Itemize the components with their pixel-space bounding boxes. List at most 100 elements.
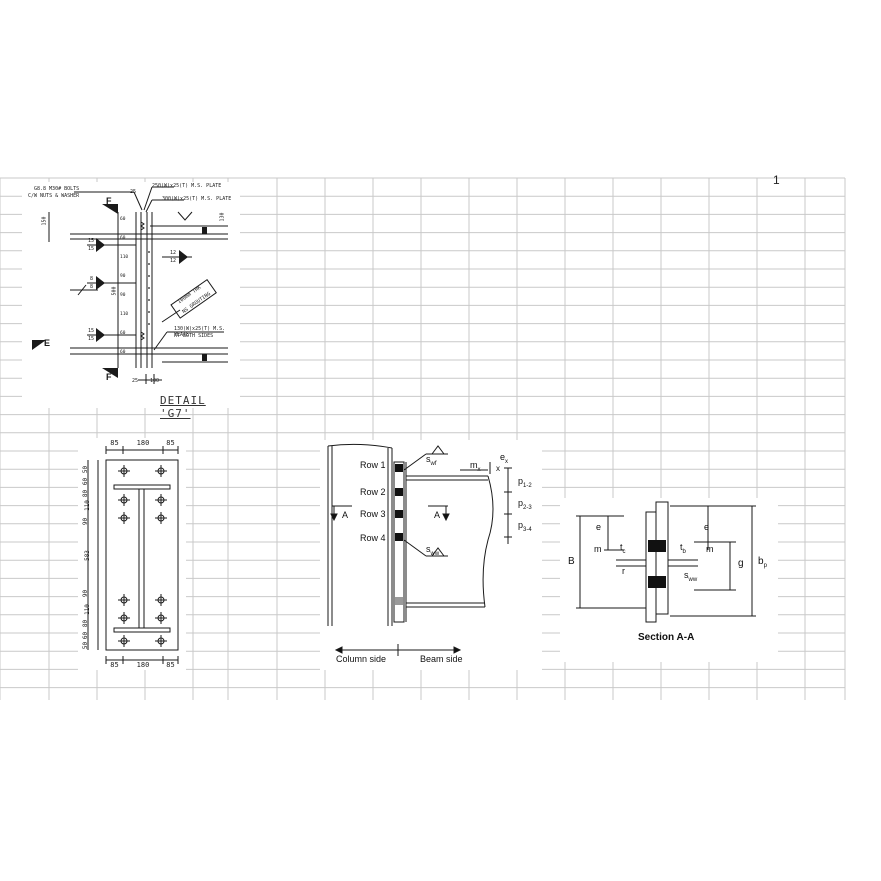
- label-B: B: [568, 556, 575, 567]
- sub: wf: [430, 460, 437, 467]
- dim: 85: [110, 439, 119, 447]
- label-sww: sww: [684, 570, 697, 583]
- sym: b: [758, 556, 764, 567]
- label-m-left: m: [594, 544, 602, 554]
- weld-8a: 8: [90, 276, 94, 282]
- label-p23: p2-3: [518, 498, 532, 511]
- weld-15b: 15: [88, 246, 95, 252]
- dim-500: 500: [111, 286, 118, 296]
- row-label: Row 4: [360, 533, 386, 543]
- sym: t: [620, 542, 623, 552]
- left-dims: 50 60 80 110 90 583 90 110 80 60 50: [78, 460, 98, 650]
- dim: 50: [82, 465, 90, 474]
- top-dims: 85 180 85: [106, 439, 178, 447]
- label-tc: tc: [620, 542, 626, 555]
- callout-plate-bot-2: AT BOTH SIDES: [174, 333, 214, 339]
- dim: 60: [82, 477, 90, 486]
- label-p34: p3-4: [518, 520, 532, 533]
- row-label: Row 2: [360, 487, 386, 497]
- label-p12: p1-2: [518, 476, 532, 489]
- bolt-symbol: [155, 494, 167, 506]
- section-aa-title: Section A-A: [638, 632, 695, 643]
- sym: p: [518, 520, 524, 530]
- dim: 180: [136, 661, 150, 669]
- dim: 180: [136, 439, 150, 447]
- dim: 85: [166, 439, 175, 447]
- bolt-symbol: [155, 594, 167, 606]
- bolt-symbol: [155, 612, 167, 624]
- column-side-label: Column side: [336, 654, 387, 664]
- bolt-symbol: [118, 612, 130, 624]
- callout-plate-top-1: 250(W)x25(T) M.S. PLATE: [152, 183, 222, 189]
- callout-plate-bot-1: 130(W)x25(T) M.S. PLATE: [174, 326, 226, 338]
- detail-g7-drawing[interactable]: G8.8 M30# BOLTS C/W NUTS & WASHER 250(W)…: [22, 182, 240, 420]
- sub: ww: [688, 576, 698, 583]
- callout-plate-top-2: 300(W)x25(T) M.S. PLATE: [162, 196, 232, 202]
- row-label: Row 1: [360, 460, 386, 470]
- dim: 110: [83, 604, 91, 615]
- bolt-symbol: [155, 465, 167, 477]
- weld-12b: 12: [170, 258, 177, 264]
- sym: p: [518, 498, 524, 508]
- vdim: 90: [120, 274, 126, 279]
- vdim: 110: [120, 255, 129, 260]
- dim: 90: [82, 517, 90, 526]
- label-bp: bp: [758, 556, 767, 569]
- dim-25-top: 25: [130, 189, 137, 195]
- label-x: x: [496, 464, 500, 473]
- section-a-right: A: [434, 510, 441, 520]
- sym: t: [680, 542, 683, 552]
- dim-25-bottom: 25: [132, 378, 139, 384]
- sym: s: [426, 454, 431, 464]
- sub: 1-2: [523, 482, 532, 489]
- dim: 80: [82, 619, 90, 628]
- bolt-symbol: [118, 512, 130, 524]
- dim: 583: [83, 550, 91, 561]
- sub: x: [477, 466, 481, 473]
- bolt-symbol: [118, 494, 130, 506]
- weld-15d: 15: [88, 336, 95, 342]
- bolt-symbol: [118, 635, 130, 647]
- label-ex: ex: [500, 452, 508, 465]
- section-mark-f-top: F: [106, 196, 112, 206]
- label-g: g: [738, 558, 744, 569]
- dim: 85: [166, 661, 175, 669]
- callout-bolts-line1: G8.8 M30# BOLTS: [34, 186, 80, 192]
- label-mx: mx: [470, 460, 481, 473]
- weld-15c: 15: [88, 328, 95, 334]
- sub: 2-3: [523, 504, 532, 511]
- bolt-symbol: [155, 512, 167, 524]
- sym: m: [470, 460, 478, 470]
- bolt-symbol: [155, 635, 167, 647]
- bottom-dims: 85 180 85: [106, 661, 178, 669]
- sub: x: [505, 458, 509, 465]
- label-r: r: [622, 566, 625, 576]
- section-a-left: A: [342, 510, 349, 520]
- sym: s: [426, 544, 431, 554]
- label-swf: swf: [426, 454, 437, 467]
- row-label: Row 3: [360, 509, 386, 519]
- connection-elevation-drawing[interactable]: Row 1 Row 2 Row 3 Row 4 swf sww ex mx x …: [320, 440, 542, 670]
- sub: 3-4: [523, 526, 532, 533]
- bolt-symbol: [118, 465, 130, 477]
- dim-130: 130: [219, 212, 226, 222]
- section-mark-f-bottom: F: [106, 372, 112, 382]
- callout-bolts-line2: C/W NUTS & WASHER: [28, 193, 80, 199]
- page-number: 1: [773, 173, 780, 187]
- detail-vdim-chain: 60 60 110 90 90 110 60 60: [120, 210, 130, 362]
- beam-side-label: Beam side: [420, 654, 463, 664]
- weld-12a: 12: [170, 250, 177, 256]
- weld-15a: 15: [88, 238, 95, 244]
- vdim: 60: [120, 217, 126, 222]
- end-plate-bolts: [118, 465, 167, 647]
- section-aa-drawing[interactable]: e e m m tc tb r sww B g bp Section A-A: [560, 498, 778, 662]
- dim: 60: [82, 631, 90, 640]
- sub: ww: [430, 550, 440, 557]
- dim: 50: [82, 641, 90, 650]
- vdim: 90: [120, 293, 126, 298]
- sym: p: [518, 476, 524, 486]
- sub: c: [622, 548, 626, 555]
- sym: s: [684, 570, 689, 580]
- end-plate-drawing[interactable]: 85 180 85 85 180 85 50 60 80 110 90 583 …: [78, 438, 186, 670]
